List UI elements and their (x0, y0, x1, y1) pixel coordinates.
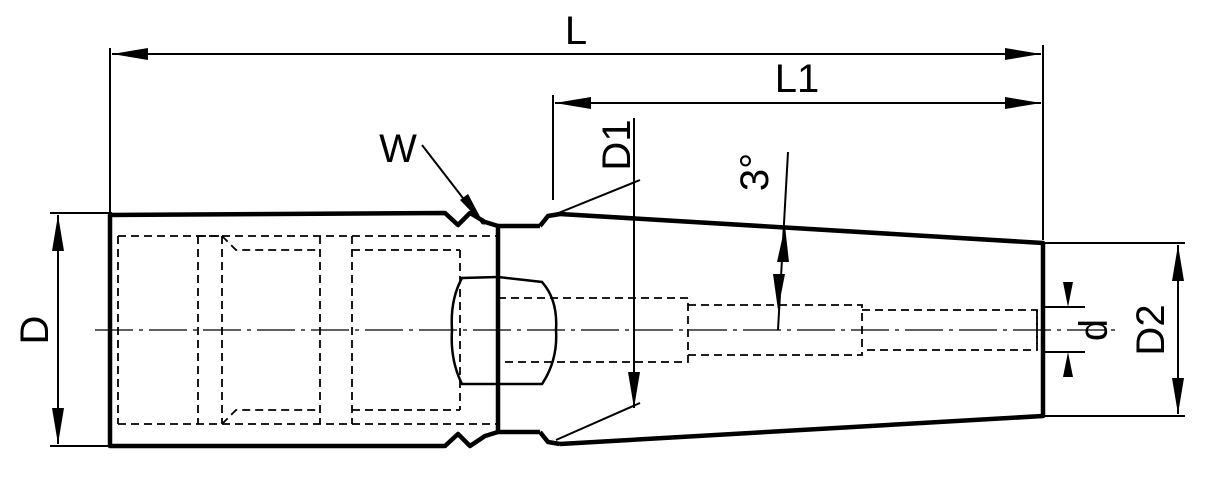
label-D2: D2 (1129, 304, 1173, 355)
arrow-L-right (1005, 48, 1041, 60)
extension-lines (50, 45, 1185, 447)
leader-D1-top (555, 179, 641, 215)
leader-D1-bottom (555, 402, 641, 441)
arrow-L-left (112, 48, 148, 60)
tang (450, 275, 558, 386)
arrow-d-top (1063, 282, 1073, 307)
label-d: d (1072, 319, 1116, 341)
label-L: L (565, 9, 587, 53)
label-W: W (379, 127, 417, 171)
arrow-d-bottom (1063, 352, 1073, 377)
arrow-angle-top (777, 226, 789, 262)
label-D: D (13, 316, 57, 345)
arrow-D1-bottom (628, 372, 640, 408)
arrow-D2-bottom (1172, 378, 1184, 414)
part-outline (107, 210, 1046, 449)
arrow-angle-bottom (773, 274, 785, 310)
label-angle: 3° (733, 153, 777, 191)
label-D1: D1 (595, 119, 639, 170)
arrow-D2-top (1172, 245, 1184, 281)
arrow-L1-left (555, 97, 591, 109)
hidden-lines (117, 235, 1038, 425)
arrow-D-top (52, 215, 64, 251)
arrow-D-bottom (52, 408, 64, 444)
label-L1: L1 (775, 57, 820, 101)
arrow-L1-right (1005, 97, 1041, 109)
